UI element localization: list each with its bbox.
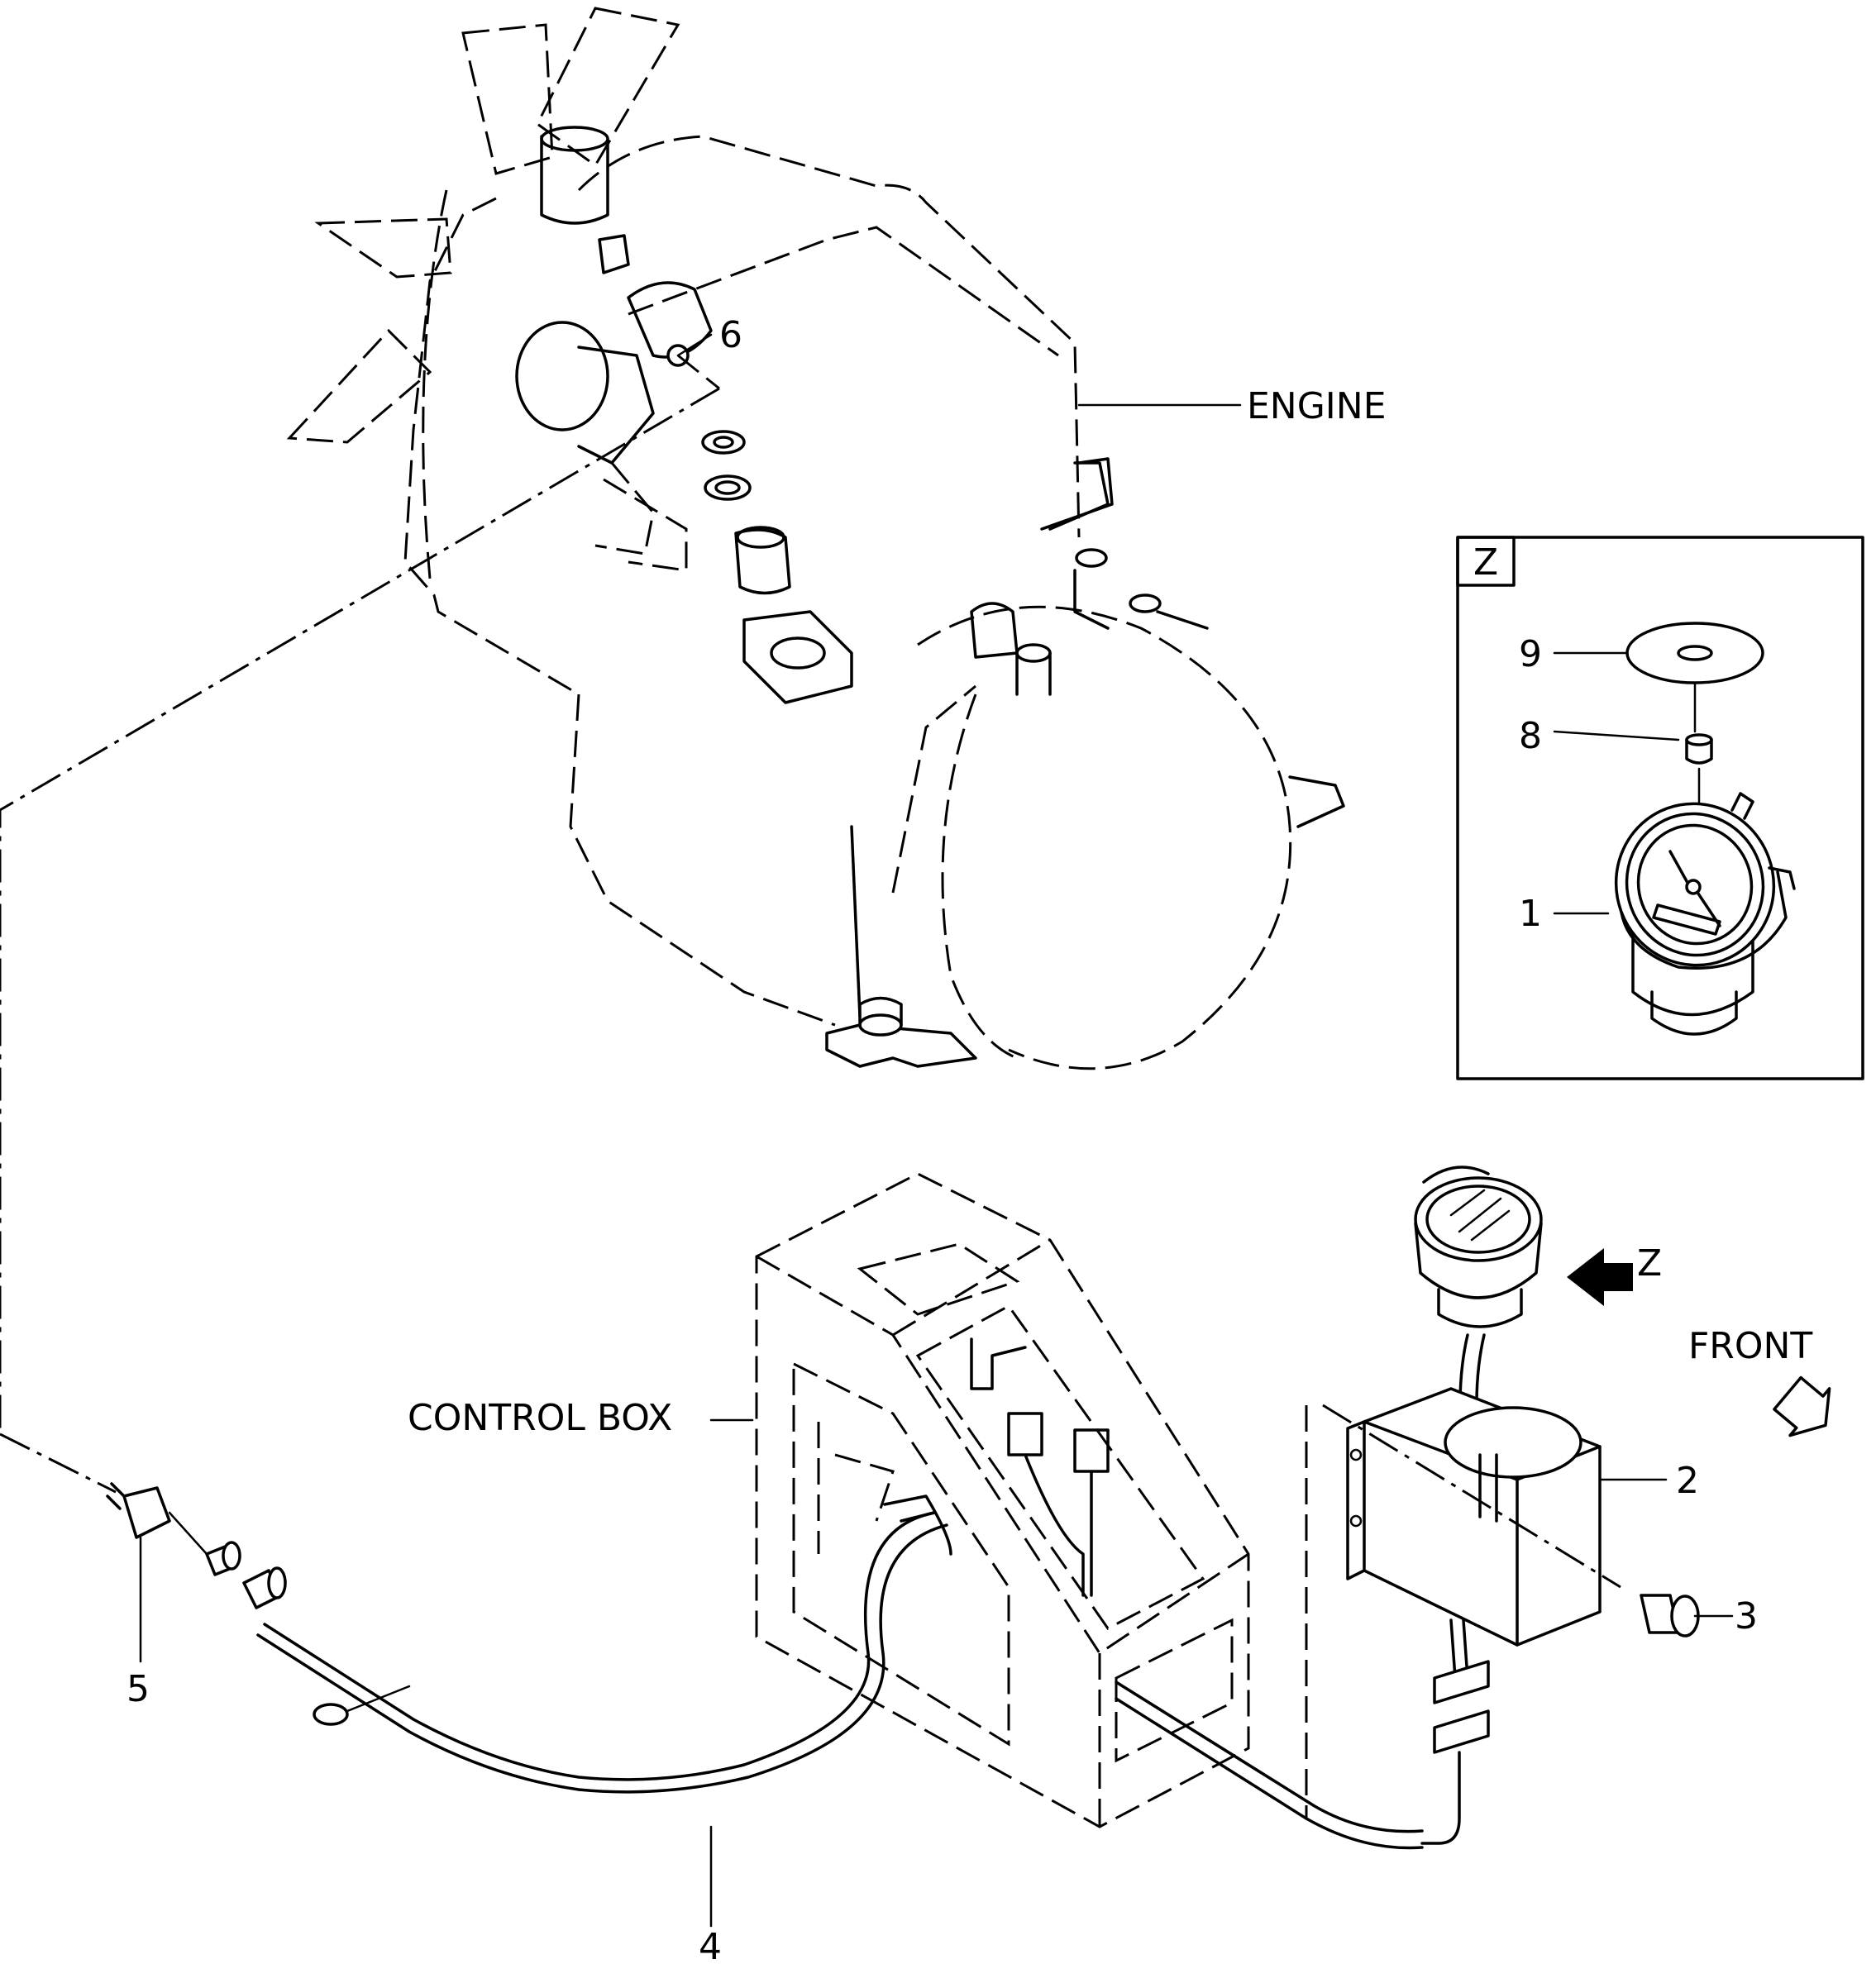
hour-meter-gauge: [1614, 792, 1796, 1036]
view-z-label: Z: [1637, 1242, 1662, 1285]
detail-view-z: [1456, 536, 1864, 1080]
view-z-arrow: [1567, 1248, 1633, 1306]
callout-8: 8: [1519, 715, 1542, 757]
callout-5: 5: [126, 1668, 150, 1710]
detail-view-tag: Z: [1473, 541, 1498, 584]
gauge-tab: [1422, 1166, 1490, 1184]
lens-plate: [1625, 622, 1764, 684]
front-arrow-icon: [1773, 1375, 1831, 1437]
sensor-cable: [0, 1432, 1424, 1928]
callout-1: 1: [1519, 893, 1542, 935]
callout-9: 9: [1519, 633, 1542, 675]
routing-line: [0, 387, 720, 1434]
detail-view-tag-box: [1456, 536, 1516, 587]
control-box: [755, 1172, 1250, 1828]
adjust-knob: [1685, 738, 1713, 765]
engine-assembly: [286, 7, 1345, 1070]
detail-view-frame: [1456, 536, 1864, 1080]
callout-6: 6: [719, 314, 742, 356]
callout-3: 3: [1735, 1595, 1758, 1637]
front-label: FRONT: [1688, 1325, 1812, 1367]
part-6-leader: [676, 333, 713, 357]
engine-label: ENGINE: [1247, 385, 1387, 427]
gauge-assembly: [1305, 1166, 1831, 1845]
control-box-label: CONTROL BOX: [408, 1397, 672, 1439]
callout-2: 2: [1676, 1460, 1699, 1502]
callout-4: 4: [699, 1926, 722, 1964]
